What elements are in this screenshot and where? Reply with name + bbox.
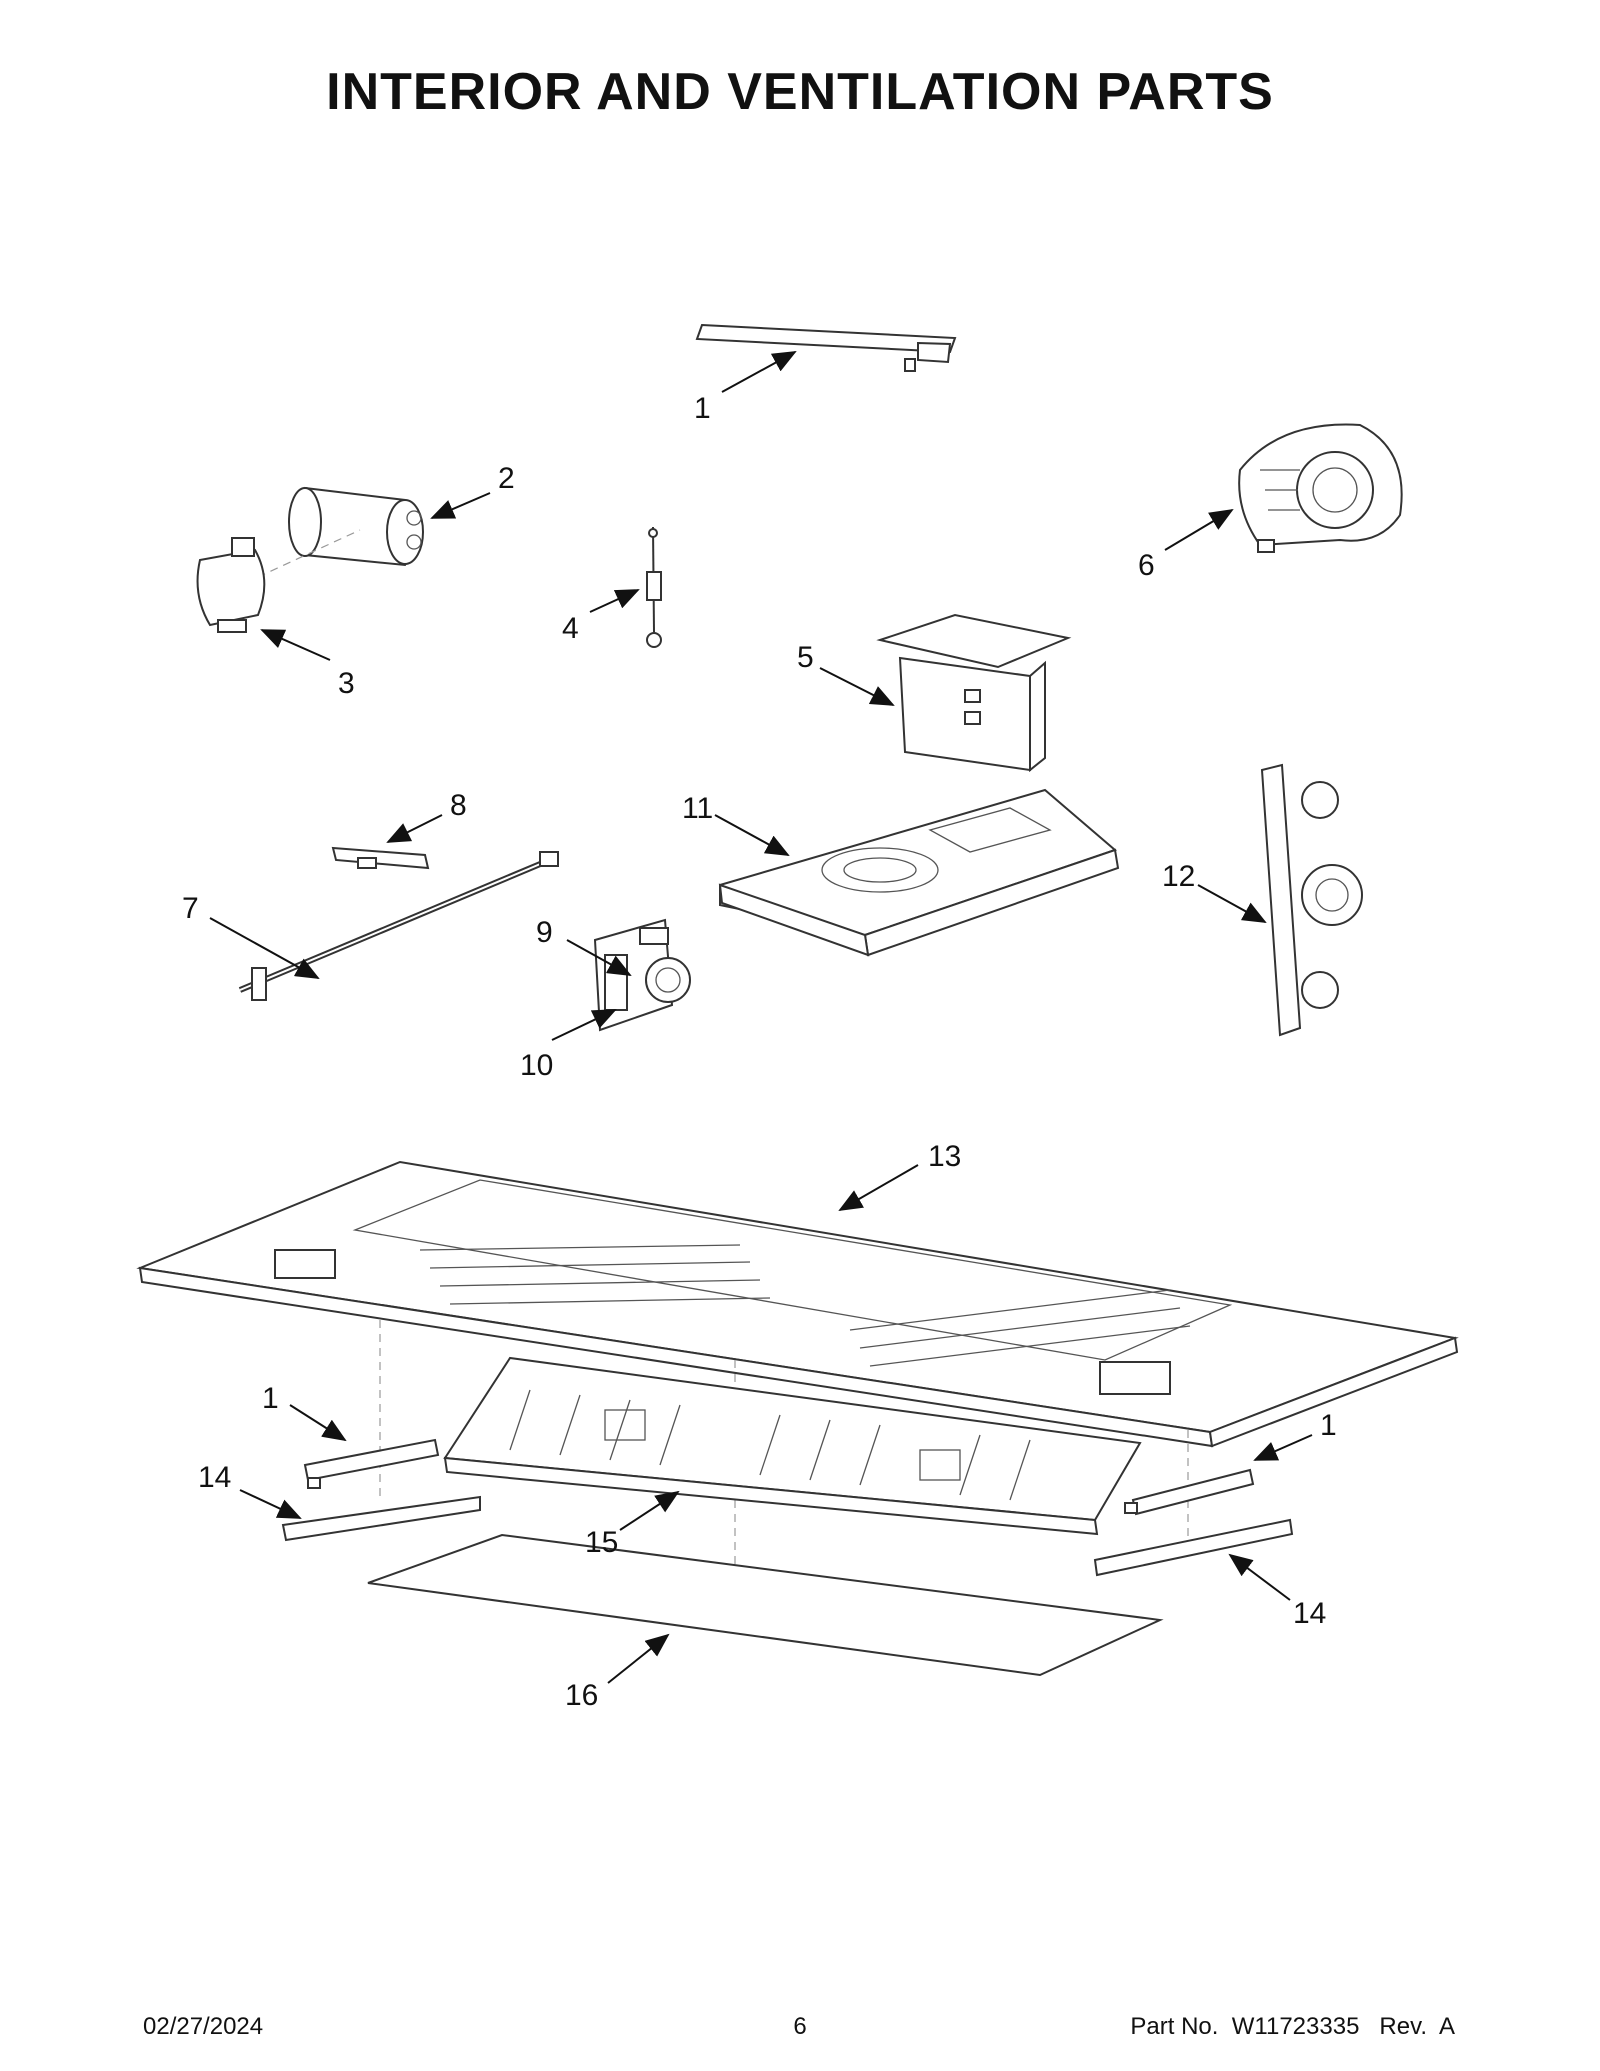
callout-14-right: 14 — [1293, 1597, 1326, 1630]
callout-7: 7 — [182, 892, 199, 925]
callout-1-left: 1 — [262, 1382, 279, 1415]
vent-grille-pattern — [419, 1244, 1191, 1367]
callout-9: 9 — [536, 916, 553, 949]
leader-arrows — [209, 351, 1313, 1684]
footer-part-number: Part No. W11723335 Rev. A — [1130, 2013, 1455, 2040]
callout-labels: 1 2 3 4 5 6 7 8 9 10 11 12 13 1 14 15 1 … — [182, 392, 1337, 1712]
part-1-strip-top — [695, 323, 957, 372]
page-title: INTERIOR AND VENTILATION PARTS — [326, 63, 1274, 121]
callout-11: 11 — [682, 792, 713, 825]
callout-1: 1 — [694, 392, 711, 425]
callout-13: 13 — [928, 1140, 961, 1173]
callout-8: 8 — [450, 789, 467, 822]
callout-10: 10 — [520, 1049, 553, 1082]
callout-2: 2 — [498, 462, 515, 495]
callout-15: 15 — [585, 1526, 618, 1559]
part-1-strip-left — [303, 1438, 440, 1489]
part-7-thermistor — [238, 851, 559, 1001]
callout-6: 6 — [1138, 549, 1155, 582]
part-3-bracket — [196, 537, 266, 633]
part-16-panel — [367, 1533, 1164, 1677]
part-11-mounting-plate — [718, 788, 1120, 957]
part-13-vent-base — [136, 1160, 1459, 1448]
footer-date: 02/27/2024 — [143, 2013, 264, 2040]
part-1-strip-right — [1124, 1468, 1255, 1516]
part-8-clip — [331, 846, 430, 870]
part-15-grille — [443, 1356, 1142, 1536]
callout-12: 12 — [1162, 860, 1195, 893]
part-9-10-switch-assembly — [593, 918, 691, 1032]
callout-14-left: 14 — [198, 1461, 231, 1494]
callout-1-right: 1 — [1320, 1409, 1337, 1442]
callout-16: 16 — [565, 1679, 598, 1712]
callout-4: 4 — [562, 612, 579, 645]
part-12-switch-bracket — [1260, 763, 1363, 1037]
part-14-filter-right — [1093, 1518, 1294, 1577]
part-5-transformer — [876, 613, 1072, 773]
callout-5: 5 — [797, 641, 814, 674]
part-14-filter-left — [281, 1495, 481, 1542]
footer-page-number: 6 — [793, 2013, 807, 2040]
part-4-diode — [646, 526, 662, 648]
callout-3: 3 — [338, 667, 355, 700]
part-6-blower-motor — [1238, 423, 1403, 553]
